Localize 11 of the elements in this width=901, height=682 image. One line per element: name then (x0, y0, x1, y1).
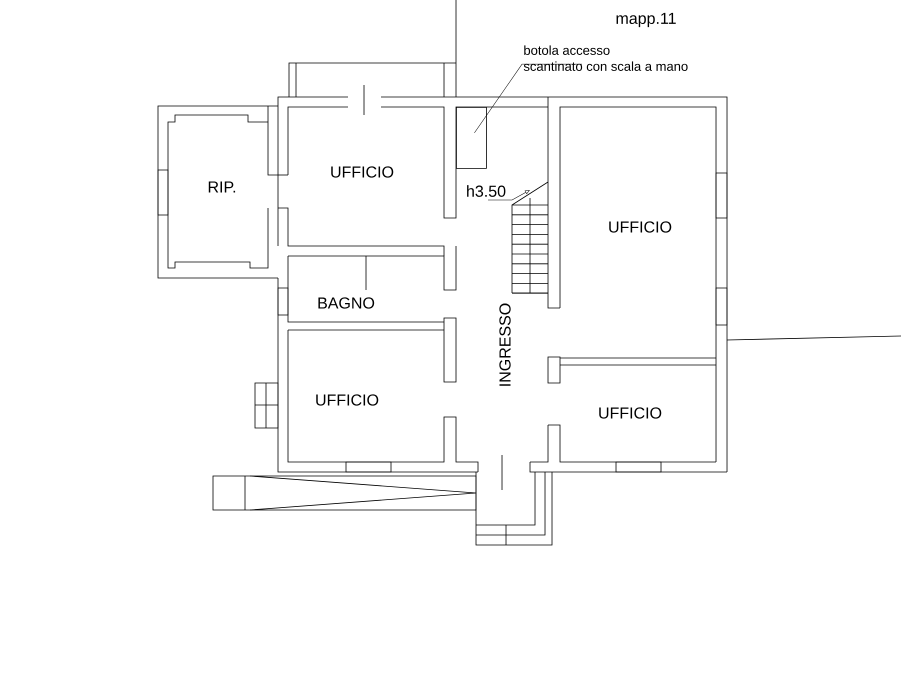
parcel-label: mapp.11 (616, 12, 676, 28)
room-label: UFFICIO (599, 407, 662, 419)
room-label: UFFICIO (331, 166, 394, 178)
leader-line (474, 64, 582, 134)
room-label: UFFICIO (609, 221, 672, 233)
hatch-box (456, 107, 487, 169)
height-label: h3.50 (467, 185, 506, 197)
room-label: UFFICIO (316, 394, 378, 406)
room-label: BAGNO (318, 297, 374, 309)
room-label: RIP. (208, 182, 236, 192)
room-label: INGRESSO (499, 304, 511, 386)
